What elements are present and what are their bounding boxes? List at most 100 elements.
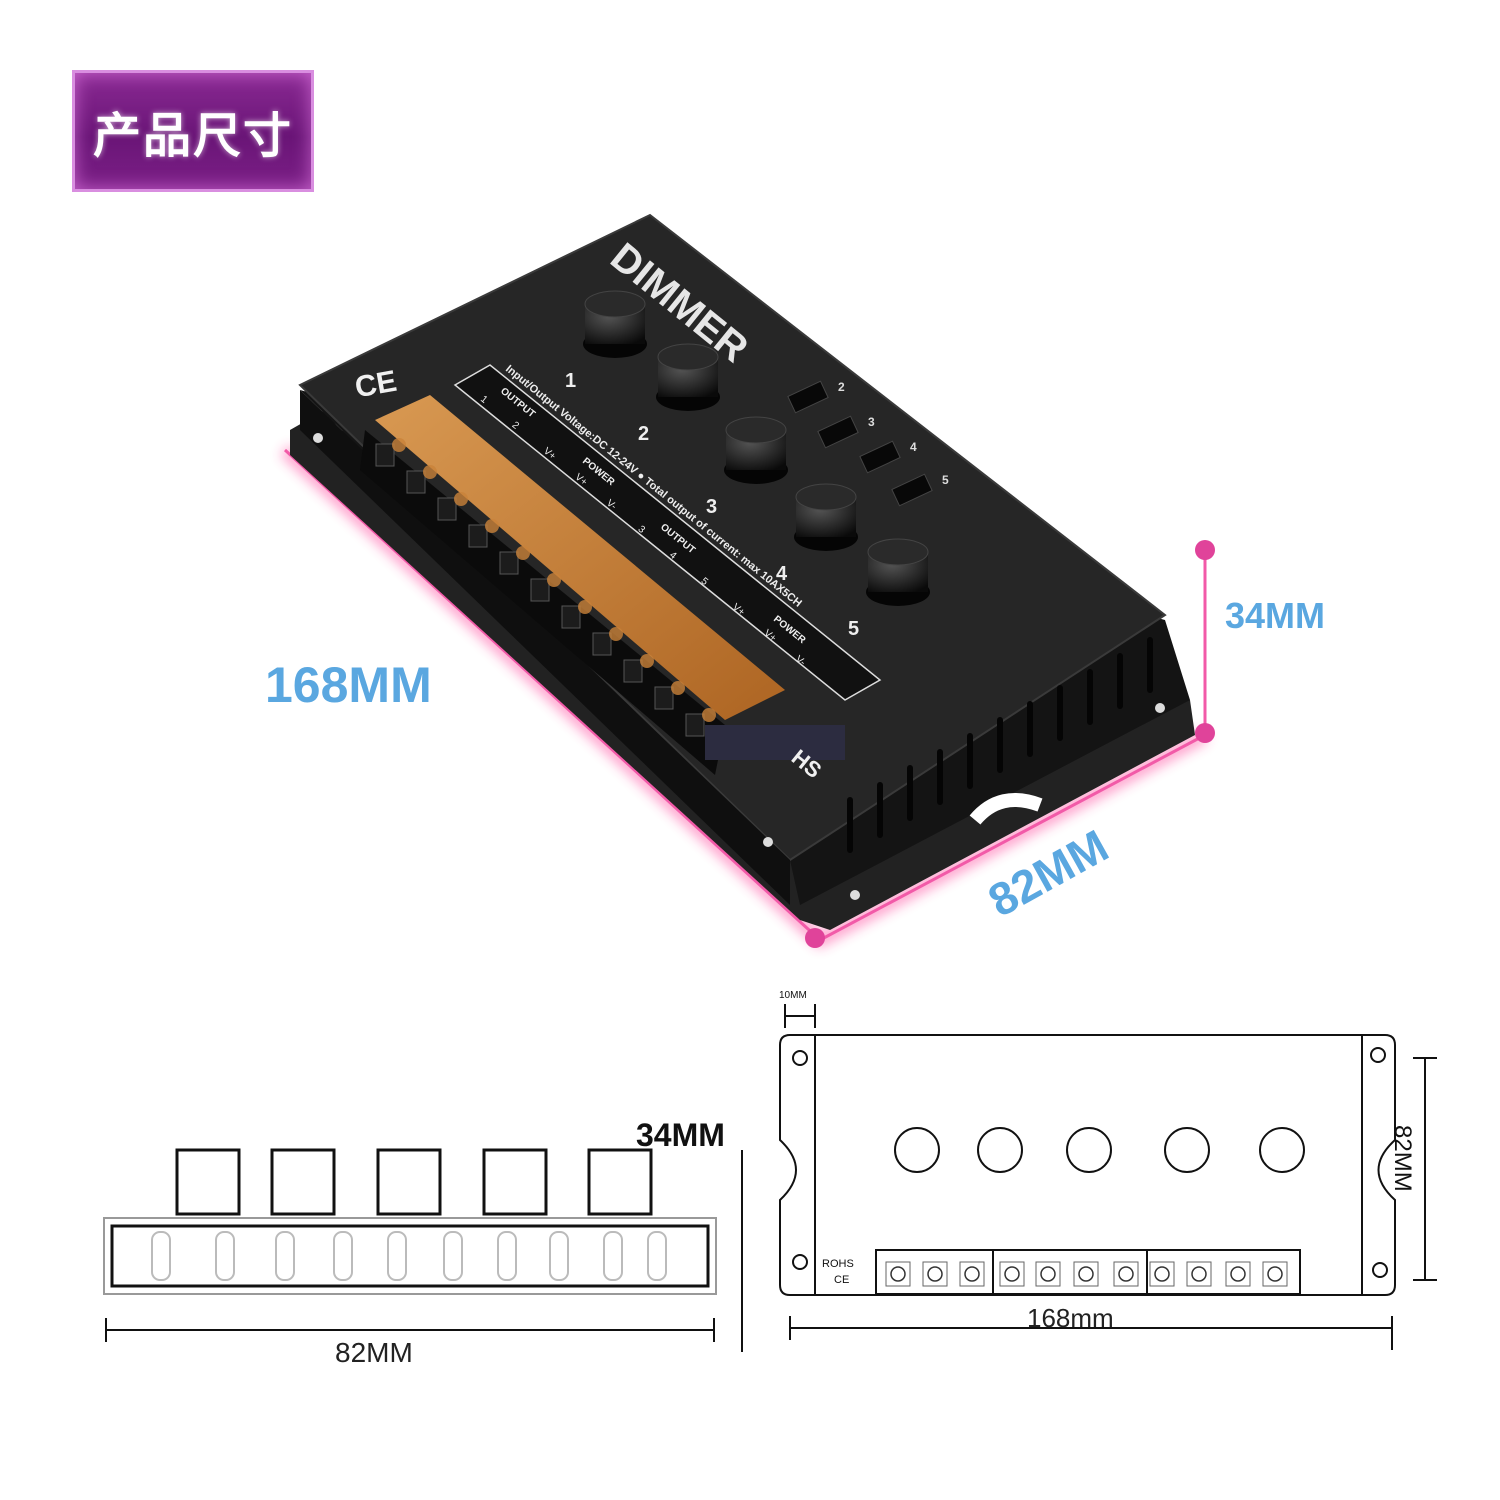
terminal-cover <box>375 395 785 720</box>
top-knob <box>1066 1127 1112 1173</box>
top-width-label: 82MM <box>1389 1125 1416 1192</box>
top-screw-box <box>922 1261 948 1287</box>
knob-number: 3 <box>706 496 717 518</box>
sticker <box>705 725 845 760</box>
side-slot <box>647 1231 667 1281</box>
height-label: 34MM <box>1225 595 1325 636</box>
terminal-screw <box>406 470 426 494</box>
terminal-header: 4 <box>667 550 679 562</box>
top-outline <box>779 1034 1396 1296</box>
top-ce-label: CE <box>834 1274 849 1286</box>
terminal-screw <box>623 659 643 683</box>
top-rohs-label: ROHS <box>822 1258 854 1270</box>
terminal-header: 5 <box>699 576 711 588</box>
top-view-drawing <box>779 1004 1437 1350</box>
switch <box>891 473 933 507</box>
knob-number: 4 <box>776 563 788 585</box>
side-knob <box>482 1148 548 1216</box>
top-knob <box>977 1127 1023 1173</box>
side-knob <box>376 1148 442 1216</box>
title-badge: 产品尺寸 <box>72 70 314 192</box>
terminal-screw <box>499 551 519 575</box>
top-knob <box>1259 1127 1305 1173</box>
knob-top <box>584 290 646 318</box>
mount-hole <box>313 433 323 443</box>
side-knob <box>587 1148 653 1216</box>
tab-label: 10MM <box>779 990 807 1001</box>
top-hole <box>1370 1047 1386 1063</box>
mount-hole <box>850 890 860 900</box>
top-screw <box>1191 1266 1207 1282</box>
title-text: 产品尺寸 <box>92 108 293 164</box>
terminal-screw-head <box>578 600 592 614</box>
side-slot <box>603 1231 623 1281</box>
switch-number: 2 <box>838 380 845 394</box>
height-indicator <box>805 540 1215 948</box>
knob-top <box>657 343 719 371</box>
top-knob <box>894 1127 940 1173</box>
length-label: 168MM <box>265 657 432 713</box>
side-slot <box>387 1231 407 1281</box>
top-screw <box>890 1266 906 1282</box>
top-length-label: 168mm <box>1027 1303 1114 1333</box>
top-screw <box>1118 1266 1134 1282</box>
side-body-inner <box>110 1224 710 1288</box>
top-screw-box <box>959 1261 985 1287</box>
switch <box>817 415 859 449</box>
terminal-screw-head <box>423 465 437 479</box>
side-knobs <box>175 1148 653 1216</box>
terminal-screw-head <box>702 708 716 722</box>
terminal-screw <box>468 524 488 548</box>
top-hole <box>792 1254 808 1270</box>
vents <box>847 637 1153 853</box>
terminal-screw-head <box>671 681 685 695</box>
side-view-drawing <box>103 1148 743 1352</box>
terminal-screw-head <box>485 519 499 533</box>
top-terminal-strip <box>875 1249 1301 1295</box>
mount-hole <box>1155 703 1165 713</box>
terminal-screw <box>685 713 705 737</box>
knob-top <box>725 416 787 444</box>
terminal-header: 3 <box>636 524 648 536</box>
side-width-label: 82MM <box>335 1337 413 1368</box>
ce-mark: CE <box>352 365 399 405</box>
top-screw-box <box>1035 1261 1061 1287</box>
height-dot-top <box>1195 540 1215 560</box>
terminal-screw <box>530 578 550 602</box>
top-screw <box>1230 1266 1246 1282</box>
switch-number: 3 <box>868 415 875 429</box>
terminal-header: 1 <box>478 394 490 406</box>
side-slot <box>549 1231 569 1281</box>
top-screw <box>964 1266 980 1282</box>
side-knob <box>175 1148 241 1216</box>
switches: 2 3 4 5 <box>787 380 949 507</box>
side-slot <box>215 1231 235 1281</box>
side-knob <box>270 1148 336 1216</box>
terminal-screw <box>375 443 395 467</box>
side-slot <box>443 1231 463 1281</box>
knob-top <box>867 538 929 566</box>
side-slot <box>275 1231 295 1281</box>
side-body-outer <box>103 1217 717 1295</box>
top-screw-box <box>999 1261 1025 1287</box>
terminal-screw <box>437 497 457 521</box>
top-knobs <box>894 1127 1305 1173</box>
switch-number: 5 <box>942 473 949 487</box>
terminal-screw-head <box>392 438 406 452</box>
top-screw <box>1004 1266 1020 1282</box>
top-screw-box <box>1113 1261 1139 1287</box>
top-screw-box <box>1225 1261 1251 1287</box>
switch-number: 4 <box>910 440 917 454</box>
knob-number: 1 <box>565 370 576 392</box>
terminal-screw <box>654 686 674 710</box>
terminal-screw-head <box>640 654 654 668</box>
terminal-screw <box>592 632 612 656</box>
corner-dot <box>805 928 825 948</box>
top-screw <box>927 1266 943 1282</box>
terminal-screw-head <box>547 573 561 587</box>
mount-hole <box>763 837 773 847</box>
side-slot <box>497 1231 517 1281</box>
top-screws <box>885 1261 1288 1287</box>
body-top <box>298 213 1167 862</box>
